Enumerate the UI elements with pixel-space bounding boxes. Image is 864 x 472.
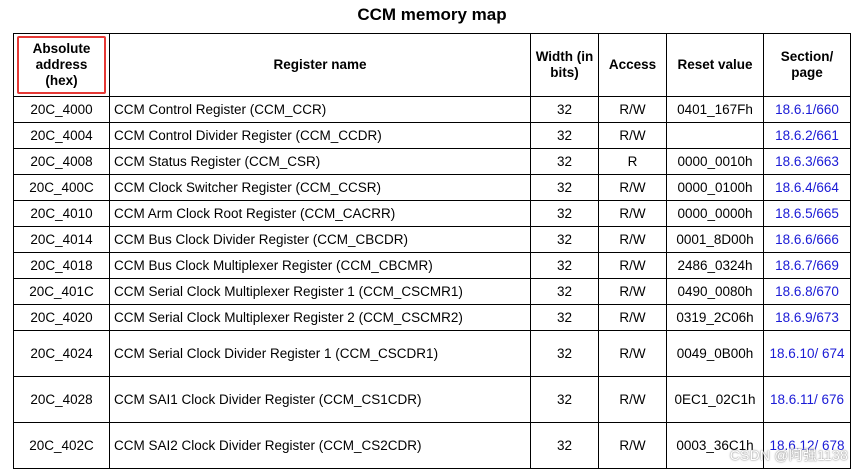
cell-address: 20C_401C <box>13 278 110 305</box>
cell-register-name: CCM SAI2 Clock Divider Register (CCM_CS2… <box>109 422 531 469</box>
cell-access: R/W <box>598 226 667 253</box>
cell-access: R/W <box>598 422 667 469</box>
cell-access: R/W <box>598 174 667 201</box>
cell-register-name: CCM Control Divider Register (CCM_CCDR) <box>109 122 531 149</box>
cell-register-name: CCM SAI1 Clock Divider Register (CCM_CS1… <box>109 376 531 423</box>
section-link[interactable]: 18.6.9/673 <box>763 304 851 331</box>
cell-register-name: CCM Arm Clock Root Register (CCM_CACRR) <box>109 200 531 227</box>
section-link[interactable]: 18.6.1/660 <box>763 96 851 123</box>
memory-map-table: Absolute address (hex) Register name Wid… <box>13 33 851 469</box>
header-row: Absolute address (hex) Register name Wid… <box>13 33 851 97</box>
cell-reset-value: 0000_0010h <box>666 148 764 175</box>
cell-address: 20C_4008 <box>13 148 110 175</box>
cell-access: R/W <box>598 96 667 123</box>
section-link[interactable]: 18.6.11/ 676 <box>763 376 851 423</box>
cell-access: R/W <box>598 304 667 331</box>
cell-address: 20C_4028 <box>13 376 110 423</box>
table-row: 20C_4014 CCM Bus Clock Divider Register … <box>13 226 851 253</box>
cell-access: R/W <box>598 200 667 227</box>
cell-width: 32 <box>530 330 599 377</box>
cell-width: 32 <box>530 122 599 149</box>
cell-width: 32 <box>530 422 599 469</box>
cell-register-name: CCM Bus Clock Multiplexer Register (CCM_… <box>109 252 531 279</box>
header-register-name: Register name <box>109 33 531 97</box>
table-row: 20C_4000 CCM Control Register (CCM_CCR) … <box>13 96 851 123</box>
cell-register-name: CCM Serial Clock Divider Register 1 (CCM… <box>109 330 531 377</box>
cell-width: 32 <box>530 278 599 305</box>
cell-register-name: CCM Control Register (CCM_CCR) <box>109 96 531 123</box>
cell-reset-value: 2486_0324h <box>666 252 764 279</box>
cell-width: 32 <box>530 226 599 253</box>
cell-address: 20C_4000 <box>13 96 110 123</box>
cell-address: 20C_4014 <box>13 226 110 253</box>
table-row: 20C_402C CCM SAI2 Clock Divider Register… <box>13 422 851 469</box>
section-link[interactable]: 18.6.8/670 <box>763 278 851 305</box>
cell-access: R/W <box>598 122 667 149</box>
cell-width: 32 <box>530 376 599 423</box>
cell-register-name: CCM Serial Clock Multiplexer Register 1 … <box>109 278 531 305</box>
section-link[interactable]: 18.6.10/ 674 <box>763 330 851 377</box>
page-title: CCM memory map <box>357 5 507 24</box>
cell-access: R <box>598 148 667 175</box>
cell-address: 20C_4010 <box>13 200 110 227</box>
section-link[interactable]: 18.6.4/664 <box>763 174 851 201</box>
cell-address: 20C_400C <box>13 174 110 201</box>
section-link[interactable]: 18.6.12/ 678 <box>763 422 851 469</box>
table-row: 20C_4004 CCM Control Divider Register (C… <box>13 122 851 149</box>
header-access: Access <box>598 33 667 97</box>
header-width: Width (in bits) <box>530 33 599 97</box>
table-row: 20C_4008 CCM Status Register (CCM_CSR) 3… <box>13 148 851 175</box>
cell-width: 32 <box>530 252 599 279</box>
header-address-label: Absolute address (hex) <box>32 41 91 88</box>
section-link[interactable]: 18.6.5/665 <box>763 200 851 227</box>
cell-register-name: CCM Serial Clock Multiplexer Register 2 … <box>109 304 531 331</box>
header-address: Absolute address (hex) <box>13 33 110 97</box>
cell-access: R/W <box>598 252 667 279</box>
cell-reset-value: 0401_167Fh <box>666 96 764 123</box>
cell-access: R/W <box>598 376 667 423</box>
watermark: CSDN @阿强1138 <box>729 447 848 463</box>
cell-access: R/W <box>598 330 667 377</box>
section-link[interactable]: 18.6.2/661 <box>763 122 851 149</box>
table-row: 20C_4024 CCM Serial Clock Divider Regist… <box>13 330 851 377</box>
section-link[interactable]: 18.6.7/669 <box>763 252 851 279</box>
table-row: 20C_4020 CCM Serial Clock Multiplexer Re… <box>13 304 851 331</box>
table-row: 20C_4010 CCM Arm Clock Root Register (CC… <box>13 200 851 227</box>
cell-address: 20C_4004 <box>13 122 110 149</box>
cell-width: 32 <box>530 174 599 201</box>
cell-reset-value: 0000_0100h <box>666 174 764 201</box>
cell-reset-value: 0049_0B00h <box>666 330 764 377</box>
cell-address: 20C_402C <box>13 422 110 469</box>
cell-width: 32 <box>530 96 599 123</box>
header-section-page: Section/ page <box>763 33 851 97</box>
header-reset-value: Reset value <box>666 33 764 97</box>
cell-reset-value: 0000_0000h <box>666 200 764 227</box>
cell-reset-value <box>666 122 764 149</box>
table-row: 20C_400C CCM Clock Switcher Register (CC… <box>13 174 851 201</box>
section-link[interactable]: 18.6.6/666 <box>763 226 851 253</box>
cell-width: 32 <box>530 200 599 227</box>
cell-width: 32 <box>530 304 599 331</box>
cell-reset-value: 0EC1_02C1h <box>666 376 764 423</box>
cell-register-name: CCM Bus Clock Divider Register (CCM_CBCD… <box>109 226 531 253</box>
cell-register-name: CCM Status Register (CCM_CSR) <box>109 148 531 175</box>
table-row: 20C_401C CCM Serial Clock Multiplexer Re… <box>13 278 851 305</box>
cell-width: 32 <box>530 148 599 175</box>
cell-access: R/W <box>598 278 667 305</box>
table-row: 20C_4018 CCM Bus Clock Multiplexer Regis… <box>13 252 851 279</box>
cell-reset-value: 0490_0080h <box>666 278 764 305</box>
cell-reset-value: 0003_36C1h <box>666 422 764 469</box>
cell-reset-value: 0001_8D00h <box>666 226 764 253</box>
cell-address: 20C_4020 <box>13 304 110 331</box>
cell-address: 20C_4018 <box>13 252 110 279</box>
section-link[interactable]: 18.6.3/663 <box>763 148 851 175</box>
table-row: 20C_4028 CCM SAI1 Clock Divider Register… <box>13 376 851 423</box>
cell-address: 20C_4024 <box>13 330 110 377</box>
cell-register-name: CCM Clock Switcher Register (CCM_CCSR) <box>109 174 531 201</box>
cell-reset-value: 0319_2C06h <box>666 304 764 331</box>
